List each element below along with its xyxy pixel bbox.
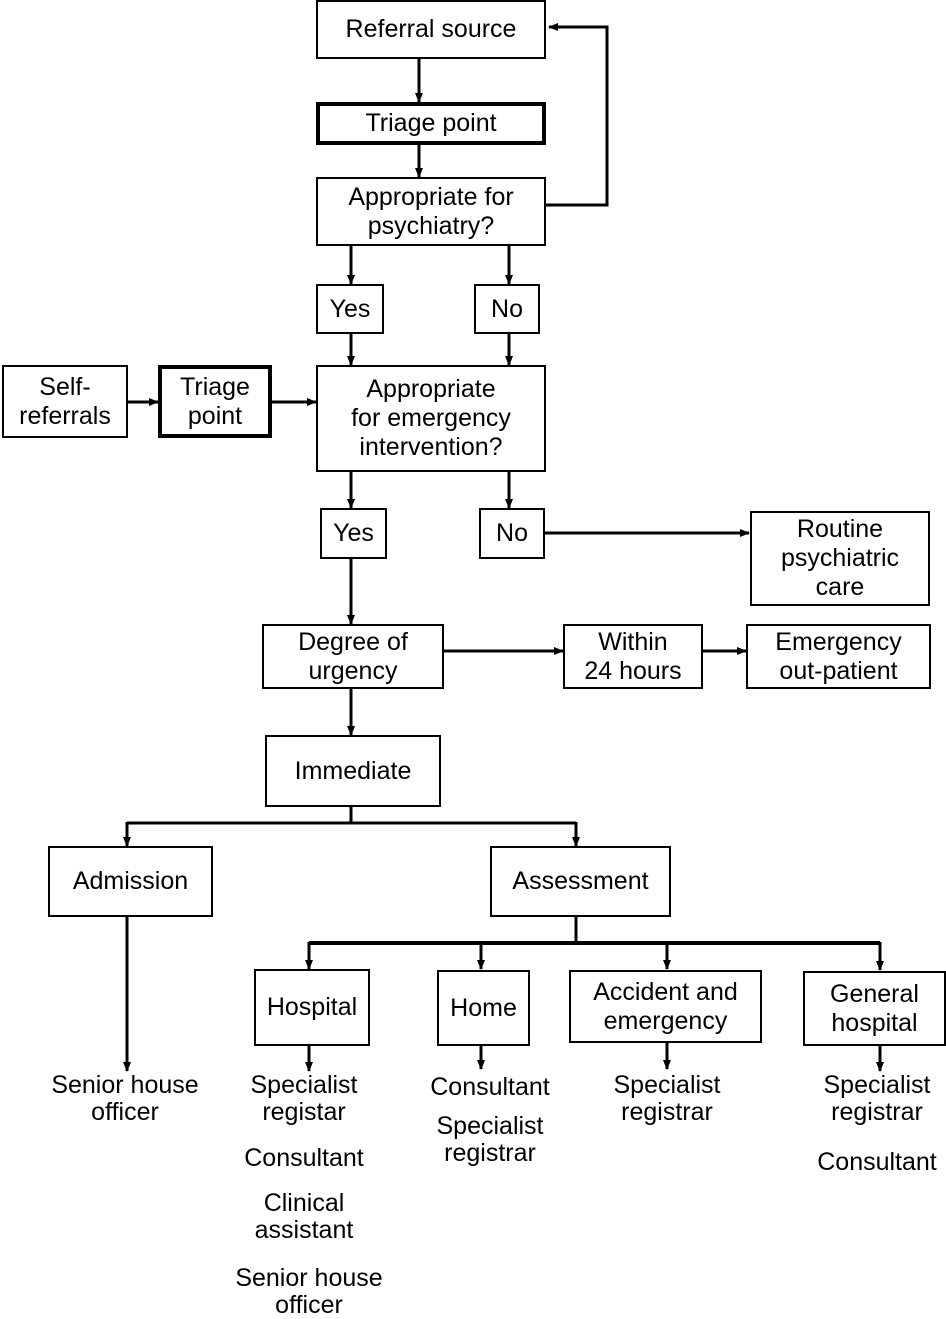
triage-point-box: Triage point: [316, 102, 546, 145]
emergency-outpatient-box: Emergency out-patient: [746, 624, 931, 689]
hospital-staff-specialist-registrar: Specialist registar: [250, 1071, 358, 1126]
home-box: Home: [437, 970, 530, 1046]
immediate-box: Immediate: [265, 735, 441, 807]
hospital-box: Hospital: [254, 969, 370, 1046]
accident-emergency-box: Accident and emergency: [569, 970, 762, 1043]
yes-box-2: Yes: [320, 508, 387, 559]
no-box-1: No: [474, 284, 540, 334]
general-staff-consultant: Consultant: [817, 1148, 937, 1176]
no-box-2: No: [479, 508, 545, 559]
assessment-box: Assessment: [490, 846, 671, 917]
admission-staff-sho: Senior house officer: [51, 1071, 199, 1126]
hospital-staff-sho: Senior house officer: [235, 1264, 383, 1319]
home-staff-specialist-registrar: Specialist registrar: [436, 1112, 544, 1167]
general-staff-specialist-registrar: Specialist registrar: [823, 1071, 931, 1126]
triage-point-self-box: Triage point: [158, 365, 272, 438]
referral-source-box: Referral source: [316, 0, 546, 59]
home-staff-consultant: Consultant: [430, 1073, 550, 1101]
hospital-staff-consultant: Consultant: [244, 1144, 364, 1172]
ae-staff-specialist-registrar: Specialist registrar: [613, 1071, 721, 1126]
hospital-staff-clinical-assistant: Clinical assistant: [254, 1189, 354, 1244]
admission-box: Admission: [48, 846, 213, 917]
general-hospital-box: General hospital: [803, 971, 946, 1046]
within-24-hours-box: Within 24 hours: [563, 624, 703, 689]
appropriate-emergency-box: Appropriate for emergency intervention?: [316, 365, 546, 472]
appropriate-psychiatry-box: Appropriate for psychiatry?: [316, 177, 546, 246]
yes-box-1: Yes: [316, 284, 384, 334]
arrow-loop-back-to-referral: [546, 23, 609, 207]
degree-urgency-box: Degree of urgency: [262, 624, 444, 689]
routine-care-box: Routine psychiatric care: [750, 511, 930, 606]
self-referrals-box: Self- referrals: [2, 365, 128, 438]
